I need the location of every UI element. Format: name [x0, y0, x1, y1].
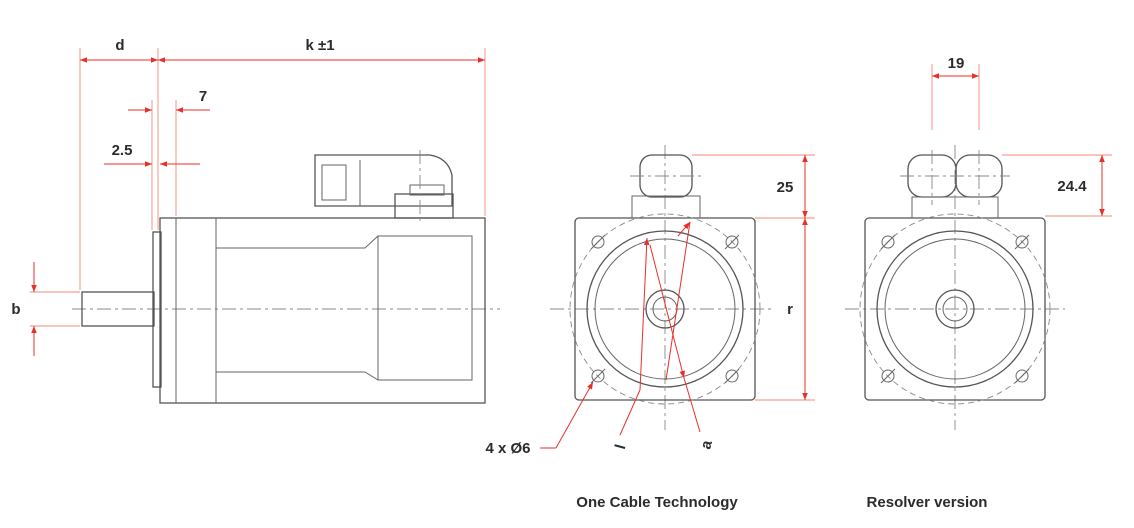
caption-resolver: Resolver version — [867, 494, 988, 511]
dim-label-b: b — [11, 301, 20, 318]
dim-label-a: a — [697, 438, 716, 451]
dim-label-7: 7 — [199, 88, 207, 105]
flange-lip — [152, 231, 162, 388]
dim-label-24-4: 24.4 — [1057, 178, 1087, 195]
resolver-flange-square — [864, 217, 1046, 401]
caption-one-cable: One Cable Technology — [576, 494, 738, 511]
motor-body — [159, 217, 486, 404]
front-view-one-cable: 25 r 4 x Ø6 l a One Cable Technology — [485, 145, 815, 511]
connector — [314, 154, 453, 207]
dim-label-19: 19 — [948, 55, 965, 72]
dim-label-l: l — [612, 443, 630, 451]
shaft — [81, 291, 155, 327]
dim-label-25: 25 — [777, 179, 794, 196]
flange-square — [574, 217, 756, 401]
dim-label-2-5: 2.5 — [112, 142, 133, 159]
dim-label-holes: 4 x Ø6 — [485, 440, 530, 457]
dim-label-k: k ±1 — [305, 37, 334, 54]
dim-label-r: r — [787, 301, 793, 318]
shaft-end — [645, 289, 685, 329]
front-view-resolver: 19 24.4 Resolver version — [845, 55, 1112, 511]
resolver-shaft-end — [935, 289, 975, 329]
dim-label-d: d — [115, 37, 124, 54]
side-view: d k ±1 7 2.5 b — [11, 37, 500, 404]
